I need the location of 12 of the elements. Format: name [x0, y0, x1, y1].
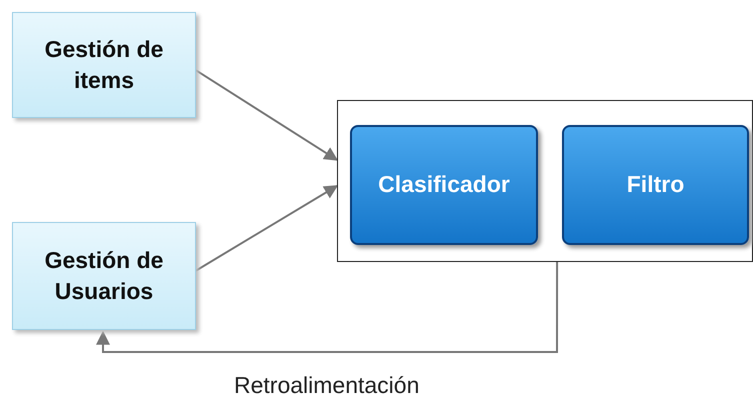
node-label: Gestión de Usuarios	[44, 246, 164, 306]
node-label: Clasificador	[378, 170, 510, 200]
process-box	[562, 125, 749, 245]
process-box	[350, 125, 538, 245]
process-box	[12, 12, 196, 118]
container-box	[337, 100, 753, 262]
node-label: Filtro	[626, 170, 684, 200]
arrow	[195, 185, 338, 272]
arrow	[96, 262, 558, 353]
process-box	[12, 222, 196, 330]
node-label: Gestión de items	[44, 34, 164, 95]
arrow	[195, 69, 338, 161]
